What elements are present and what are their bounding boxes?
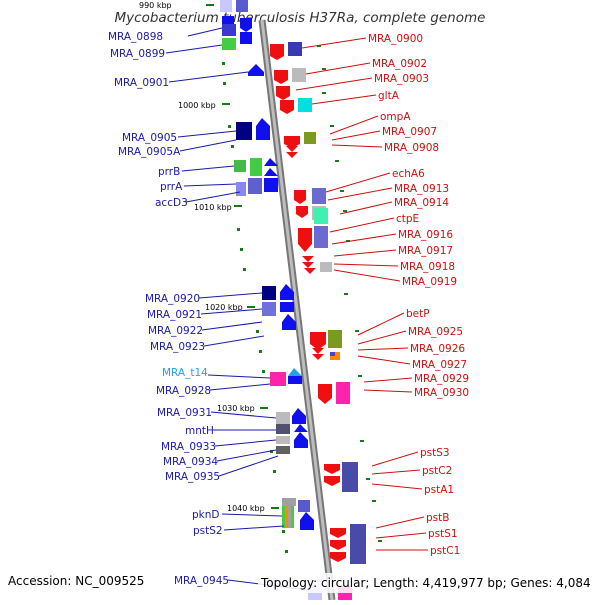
- gene-label-betP[interactable]: betP: [406, 308, 430, 320]
- gene-label-MRA_0927[interactable]: MRA_0927: [412, 359, 467, 371]
- gene-label-MRA_0923[interactable]: MRA_0923: [150, 341, 205, 353]
- gene-label-MRA_0922[interactable]: MRA_0922: [148, 325, 203, 337]
- gene-label-MRA_0945[interactable]: MRA_0945: [174, 575, 229, 587]
- gene-label-MRA_0919[interactable]: MRA_0919: [402, 276, 457, 288]
- gene-label-MRA_0903[interactable]: MRA_0903: [374, 73, 429, 85]
- accession-text: Accession: NC_009525: [8, 574, 144, 588]
- gene-label-MRA_0929[interactable]: MRA_0929: [414, 373, 469, 385]
- gene-label-MRA_0925[interactable]: MRA_0925: [408, 326, 463, 338]
- gene-label-prrA[interactable]: prrA: [160, 181, 183, 193]
- gene-label-MRA_0926[interactable]: MRA_0926: [410, 343, 465, 355]
- gene-label-pstS2[interactable]: pstS2: [193, 525, 223, 537]
- right-gene-labels: MRA_0900 MRA_0902 MRA_0903 gltA ompA MRA…: [295, 33, 469, 557]
- gene-label-pstC1[interactable]: pstC1: [430, 545, 460, 557]
- gene-label-MRA_0918[interactable]: MRA_0918: [400, 261, 455, 273]
- scale-ticks: 990 kbp 1000 kbp 1010 kbp 1020 kbp 1030 …: [139, 1, 279, 513]
- gene-label-MRA_0930[interactable]: MRA_0930: [414, 387, 469, 399]
- gene-label-MRA_0934[interactable]: MRA_0934: [163, 456, 218, 468]
- gene-label-echA6[interactable]: echA6: [392, 168, 425, 180]
- gene-label-MRA_0914[interactable]: MRA_0914: [394, 197, 449, 209]
- gene-label-pstS1[interactable]: pstS1: [428, 528, 458, 540]
- topology-text: Topology: circular; Length: 4,419,977 bp…: [260, 576, 591, 590]
- gene-label-pstS3[interactable]: pstS3: [420, 447, 450, 459]
- gene-label-MRA_0933[interactable]: MRA_0933: [161, 441, 216, 453]
- gene-label-pstA1[interactable]: pstA1: [424, 484, 454, 496]
- gene-label-MRA_0907[interactable]: MRA_0907: [382, 126, 437, 138]
- gene-label-MRA_0901[interactable]: MRA_0901: [114, 77, 169, 89]
- gene-label-ctpE[interactable]: ctpE: [396, 213, 419, 225]
- gene-label-MRA_0908[interactable]: MRA_0908: [384, 142, 439, 154]
- gene-label-MRA_0931[interactable]: MRA_0931: [157, 407, 212, 419]
- left-leaders: [165, 27, 309, 591]
- gene-label-gltA[interactable]: gltA: [378, 90, 400, 102]
- scale-label: 1040 kbp: [227, 504, 265, 513]
- gene-label-pknD[interactable]: pknD: [192, 509, 220, 521]
- gene-label-MRA_0905[interactable]: MRA_0905: [122, 132, 177, 144]
- gene-label-MRA_0898[interactable]: MRA_0898: [108, 31, 163, 43]
- scale-label: 1000 kbp: [178, 101, 216, 110]
- gene-label-MRA_0921[interactable]: MRA_0921: [147, 309, 202, 321]
- gene-label-MRA_0900[interactable]: MRA_0900: [368, 33, 423, 45]
- gene-label-MRA_0899[interactable]: MRA_0899: [110, 48, 165, 60]
- scale-label: 1010 kbp: [194, 203, 232, 212]
- footer-backdrop: [258, 573, 598, 593]
- map-title: Mycobacterium tuberculosis H37Ra, comple…: [115, 10, 486, 26]
- gene-label-MRA_0917[interactable]: MRA_0917: [398, 245, 453, 257]
- right-leaders: [295, 37, 428, 551]
- reverse-gene-blocks: [270, 42, 366, 600]
- left-gene-labels: MRA_0898 MRA_0899 MRA_0901 MRA_0905 MRA_…: [108, 27, 309, 591]
- gene-label-MRA_0916[interactable]: MRA_0916: [398, 229, 453, 241]
- gene-label-MRA_0913[interactable]: MRA_0913: [394, 183, 449, 195]
- gene-label-pstC2[interactable]: pstC2: [422, 465, 452, 477]
- scale-label: 1030 kbp: [217, 404, 255, 413]
- scale-label: 1020 kbp: [205, 303, 243, 312]
- gene-label-MRA_0920[interactable]: MRA_0920: [145, 293, 200, 305]
- forward-gene-blocks: [220, 0, 328, 600]
- gene-label-MRA_t14[interactable]: MRA_t14: [162, 367, 208, 379]
- gene-label-pstB[interactable]: pstB: [426, 512, 449, 524]
- gene-label-mntH[interactable]: mntH: [185, 425, 214, 437]
- scale-label: 990 kbp: [139, 1, 172, 10]
- gene-label-prrB[interactable]: prrB: [158, 166, 180, 178]
- gene-label-MRA_0905A[interactable]: MRA_0905A: [118, 146, 181, 158]
- gene-label-ompA[interactable]: ompA: [380, 111, 411, 123]
- gene-label-MRA_0902[interactable]: MRA_0902: [372, 58, 427, 70]
- gene-label-MRA_0928[interactable]: MRA_0928: [156, 385, 211, 397]
- gene-label-MRA_0935[interactable]: MRA_0935: [165, 471, 220, 483]
- genome-backbone: [258, 19, 336, 601]
- gene-label-accD3[interactable]: accD3: [155, 197, 188, 209]
